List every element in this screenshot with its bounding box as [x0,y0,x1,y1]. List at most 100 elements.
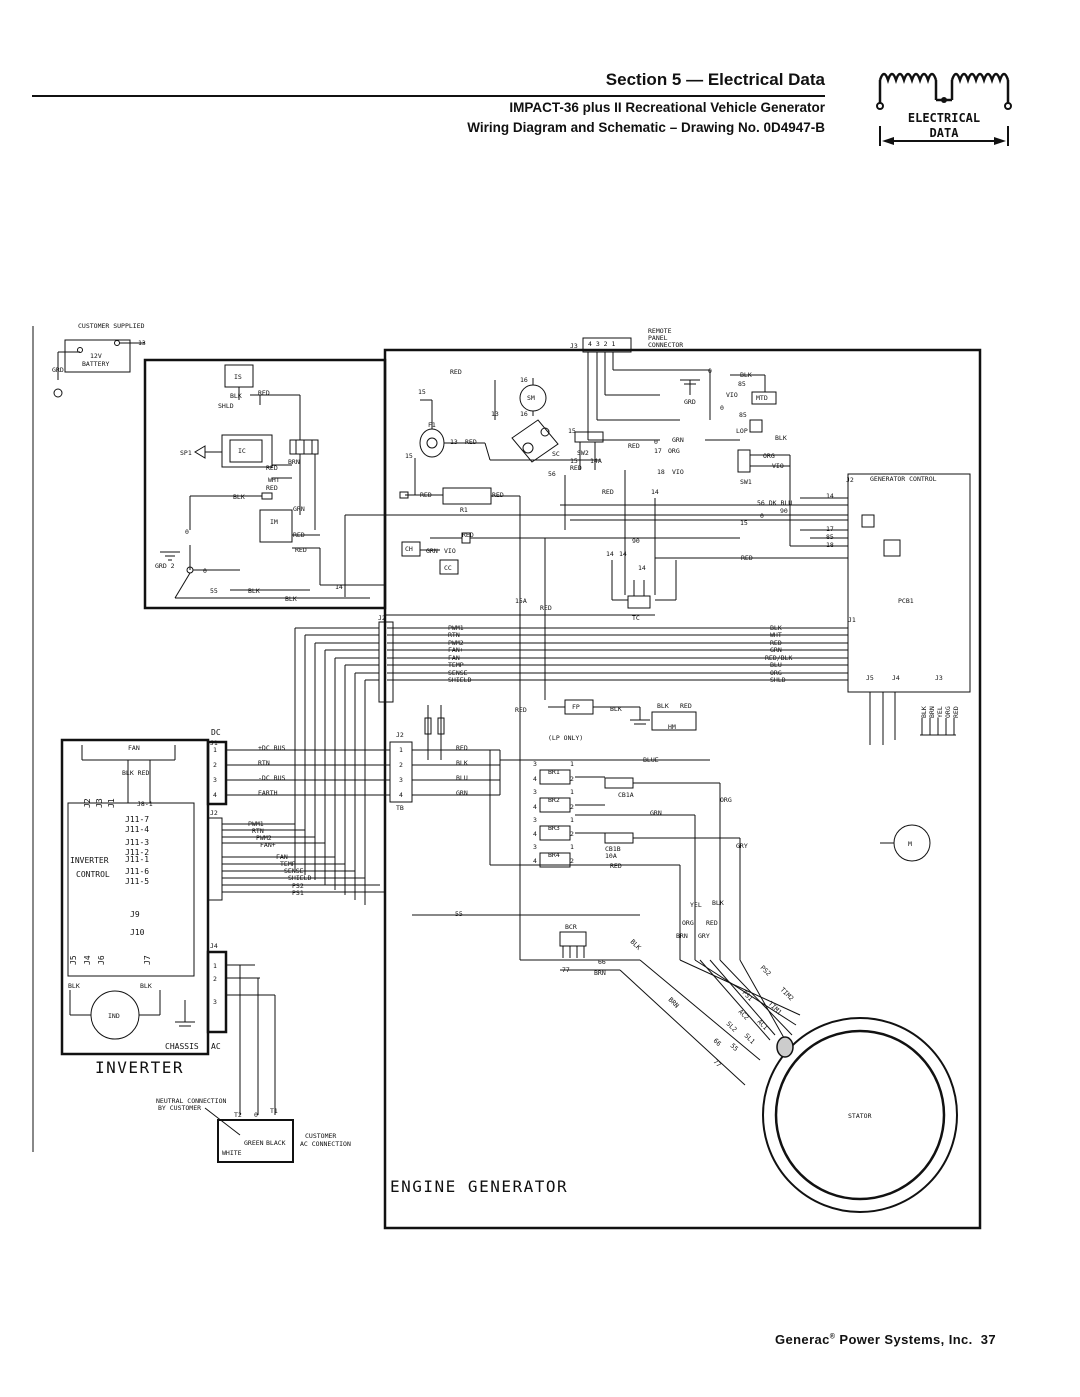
ind-label: IND [108,1012,120,1020]
t1-label: T1 [270,1107,278,1115]
wire-85: 85 [738,380,746,388]
wire-0-c: 0 [708,367,712,375]
wire-0: 0 [185,528,189,536]
br2-p4: 4 [533,803,537,811]
harness-temp: TEMP [448,661,464,669]
stator-label: STATOR [848,1112,872,1120]
motor-m: M [908,840,912,848]
harness-fanp: FAN+ [448,646,464,654]
battery-label: BATTERY [82,360,109,368]
wire-17-b: 17 [826,525,834,533]
red-top: RED [450,368,462,376]
wire-13-b: 13 [491,410,499,418]
ch-label: CH [405,545,413,553]
br2-p3: 3 [533,788,537,796]
bottom-brn: BRN [928,706,936,718]
br1-p1: 1 [570,760,574,768]
cc-label: CC [444,564,452,572]
blk-55: BLK [248,587,260,595]
br1-p2: 2 [570,775,574,783]
t0-label: 0 [254,1111,258,1119]
red-15a: RED [540,604,552,612]
tb-pin-1: 1 [399,746,403,754]
j7-label: J7 [143,955,152,965]
page-footer: Generac® Power Systems, Inc. 37 [775,1332,996,1347]
br1-p4: 4 [533,775,537,783]
ic-red: RED [266,464,278,472]
control-label: CONTROL [76,870,110,879]
red-cc: RED [462,531,474,539]
stator-brn: BRN [667,996,681,1010]
red-610: RED [610,862,622,870]
br1-label: BR1 [548,768,560,776]
j3-remote-label: J3 [570,342,578,350]
j9-label: J9 [130,910,140,919]
wire-10a: 10A [605,852,617,860]
bcr-label: BCR [565,923,577,931]
j11-4: J11-4 [125,825,149,834]
j4-pin-2: 2 [213,975,217,983]
tb-j3-label: J2 [396,731,404,739]
grd-684: GRD [684,398,696,406]
wire-0-e: 0 [654,438,658,446]
br3-p3: 3 [533,816,537,824]
dc-plus-bus: +DC BUS [258,744,285,752]
wire-18: 18 [657,468,665,476]
dc-label: DC [211,728,221,737]
hm-blk: BLK [657,702,669,710]
stator-ps2: PS2 [759,964,773,978]
wire-15-c: 15 [570,457,578,465]
wire-16: 16 [520,376,528,384]
harness-pwm1: PWM1 [448,624,464,632]
sw2-red: RED [570,464,582,472]
br1-p3: 3 [533,760,537,768]
dc-rtn: RTN [258,759,270,767]
br4-label: BR4 [548,851,560,859]
stator-blk: BLK [629,938,643,952]
cb1a-label: CB1A [618,791,634,799]
j10-label: J10 [130,928,145,937]
tb-grn: GRN [456,789,468,797]
wire-14-c: 14 [606,550,614,558]
j1-red: RED [770,639,782,647]
connector-label: CONNECTOR [648,341,683,349]
tb-red: RED [456,744,468,752]
sc-label: SC [552,450,560,458]
org-763: ORG [763,452,775,460]
j1-blu: BLU [770,661,782,669]
wire-15: 15 [418,388,426,396]
bottom-yel: YEL [936,706,944,718]
grd-label: GRD [52,366,64,374]
customer-supplied-label: CUSTOMER SUPPLIED [78,322,145,330]
im-label: IM [270,518,278,526]
gen-control-j1: J1 [848,616,856,624]
wire-77: 77 [562,966,570,974]
stator-tim2: TIM2 [779,986,796,1003]
wire-56: 56 [548,470,556,478]
j1-grn: GRN [770,646,782,654]
inv-ps2: PS2 [292,882,304,890]
diagram-subtitle: IMPACT-36 plus II Recreational Vehicle G… [509,100,825,115]
green-label: GREEN [244,1139,264,1147]
inv-ps1: PS1 [292,889,304,897]
j5-label: J5 [69,955,78,965]
j1-shld: SHLD [770,676,786,684]
bottom-blk: BLK [920,706,928,718]
lp-only-label: (LP ONLY) [548,734,583,742]
battery-voltage: 12V [90,352,102,360]
tb-blu: BLU [456,774,468,782]
company-name: Generac [774,1332,830,1347]
stator-ac1: AC1 [756,1018,770,1032]
brn-676: BRN [676,932,688,940]
wire-90: 90 [632,537,640,545]
page-number: 37 [980,1332,996,1347]
lop-label: LOP [736,427,748,435]
ic-j2: J2 [83,798,92,808]
wire-15-b: 15 [405,452,413,460]
gen-control-bottom-wires: BLK BRN YEL ORG RED [920,706,960,718]
gen-control-j3: J3 [935,674,943,682]
wire-13: 13 [138,339,146,347]
hm-label: HM [668,723,676,731]
bottom-red: RED [952,706,960,718]
drawing-title: Wiring Diagram and Schematic – Drawing N… [467,120,825,135]
